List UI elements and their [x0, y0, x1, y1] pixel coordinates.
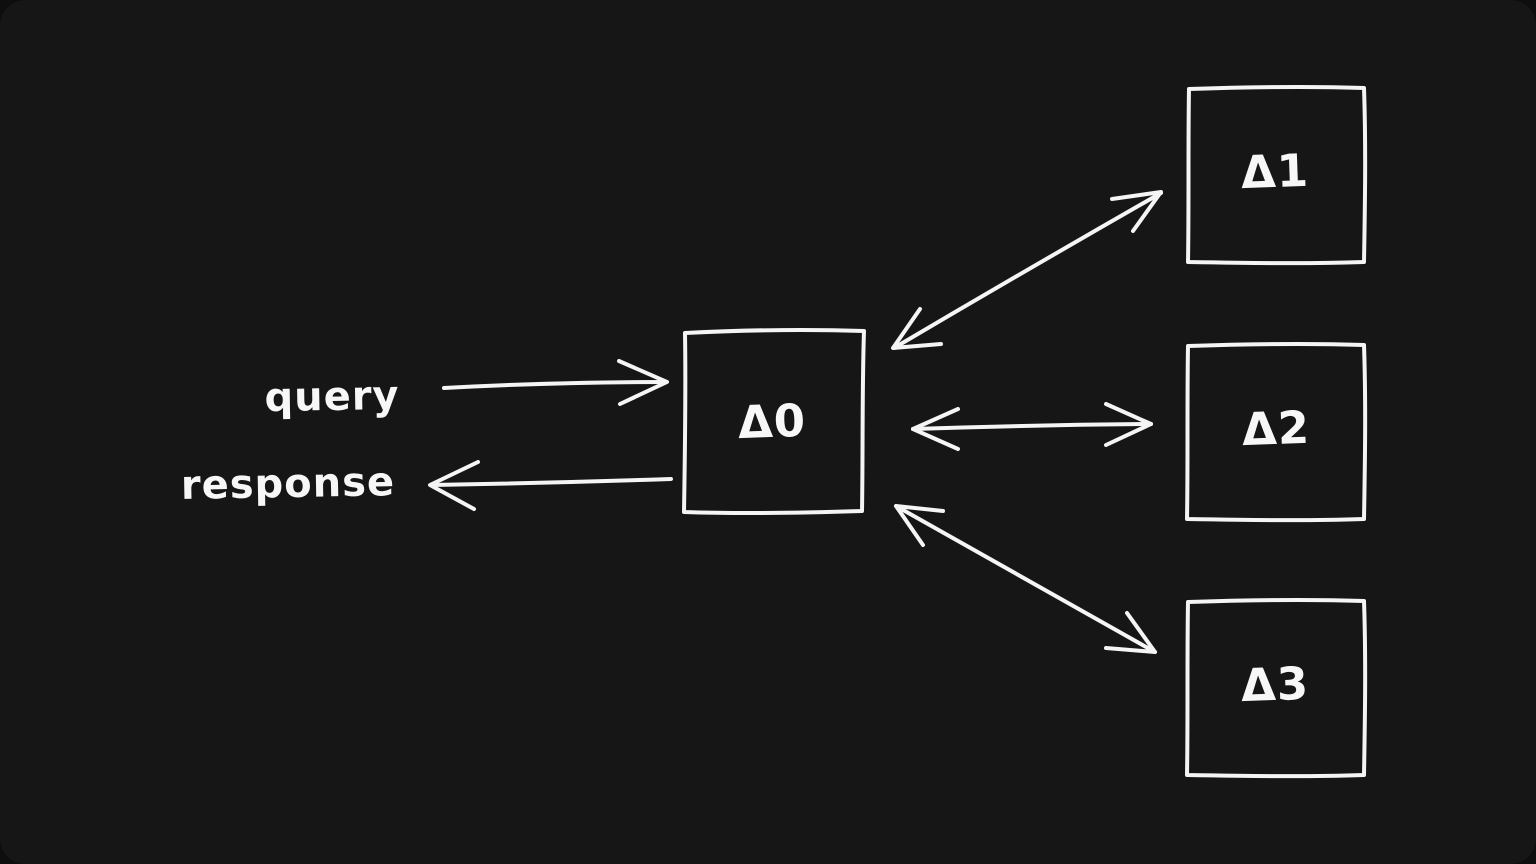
- edge-delta0-delta3-arrowhead-top-icon: [894, 504, 945, 547]
- edge-delta0-delta3-arrowhead-bottom-icon: [1104, 611, 1157, 654]
- node-delta1-label: Δ1: [1240, 144, 1310, 199]
- edge-query-arrowhead-icon: [617, 359, 669, 406]
- node-delta1-box: [1186, 84, 1368, 266]
- node-delta3-label: Δ3: [1240, 657, 1310, 712]
- query-label: query: [264, 373, 400, 421]
- edge-query-line: [442, 380, 668, 390]
- node-delta0-box: [682, 327, 866, 516]
- node-delta3-box: [1185, 597, 1368, 779]
- edge-delta0-delta2-arrowhead-left-icon: [911, 407, 960, 451]
- edge-delta0-delta3-line: [894, 504, 1157, 654]
- edge-delta0-delta2-arrowhead-right-icon: [1104, 402, 1153, 447]
- edge-delta0-delta2-line: [911, 422, 1153, 431]
- node-delta2-label: Δ2: [1241, 401, 1311, 456]
- edge-response-line: [430, 477, 673, 487]
- edge-delta0-delta1-line: [892, 191, 1163, 350]
- node-delta2-box: [1185, 341, 1368, 523]
- edge-delta0-delta1-arrowhead-top-icon: [1110, 190, 1163, 233]
- node-delta0-label: Δ0: [737, 394, 807, 449]
- response-label: response: [181, 459, 396, 509]
- edge-delta0-delta1-arrowhead-bottom-icon: [891, 307, 943, 350]
- edge-response-arrowhead-icon: [428, 460, 480, 511]
